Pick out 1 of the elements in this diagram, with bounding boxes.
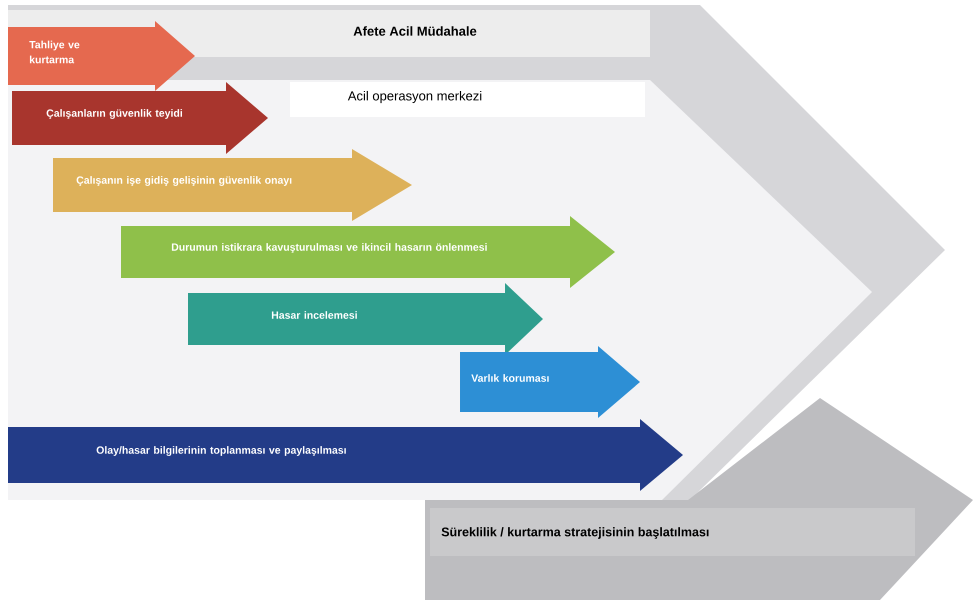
chevron-band: Süreklilik / kurtarma stratejisinin başlatılması [425,398,973,600]
